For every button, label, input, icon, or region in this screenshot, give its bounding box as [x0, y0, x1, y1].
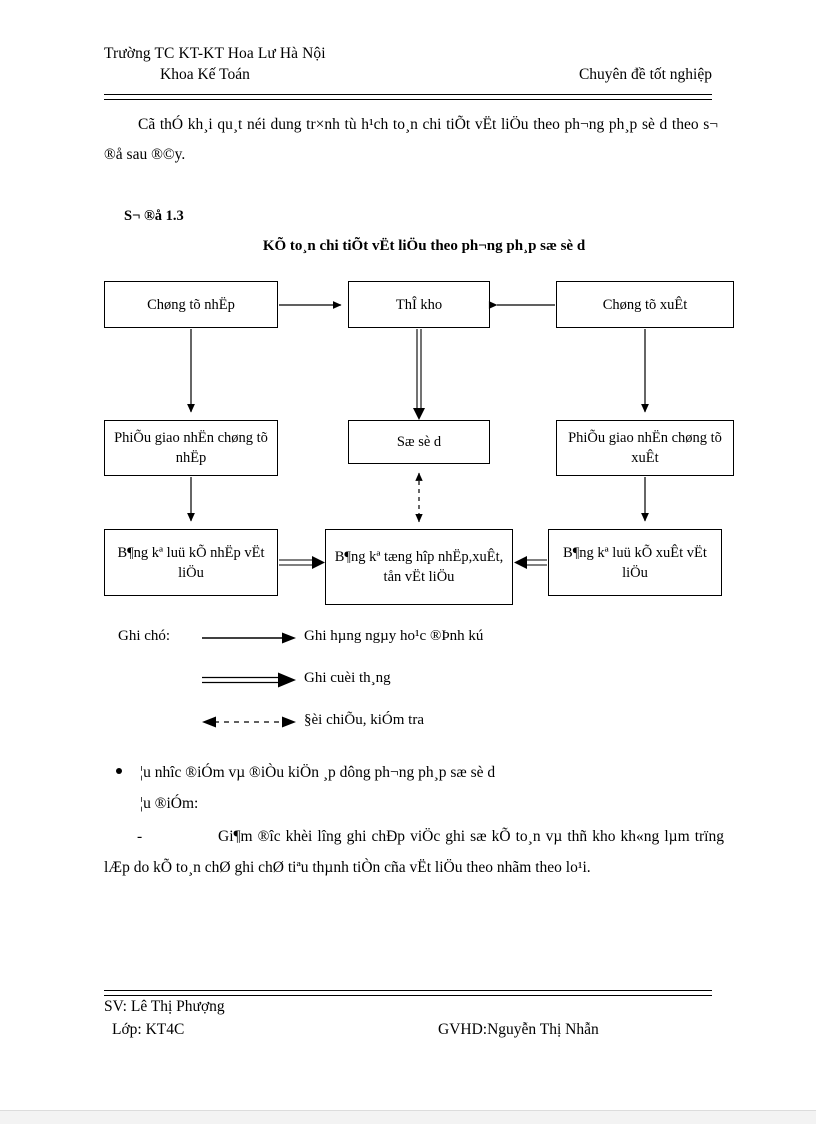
footer-student-name: SV: Lê Thị Phượng [104, 998, 225, 1015]
box-bang-ke-luy-ke-xuat: B¶ng kª luü kÕ xuÊt vËt liÖu [548, 529, 722, 596]
figure-title: KÕ to¸n chi tiÕt vËt liÖu theo ph¬ng ph¸… [262, 238, 586, 254]
bullet-sub-heading: ¦u ®iÓm: [140, 795, 199, 812]
box-chung-tu-xuat: Chøng tõ xuÊt [556, 281, 734, 328]
legend-row-checking: §èi chiÕu, kiÓm tra [118, 710, 718, 752]
double-solid-arrow-icon [202, 668, 298, 697]
footer-divider-rule [104, 990, 712, 996]
legend-caption: Ghi chó: [118, 628, 171, 644]
footer-class: Lớp: KT4C [112, 1021, 185, 1038]
header-school-name: Trường TC KT-KT Hoa Lư Hà Nội [104, 45, 326, 62]
bullet-item-text: ¦u nhîc ®iÓm vµ ®iÒu kiÖn ¸p dông ph¬ng … [140, 764, 496, 781]
legend-row-monthly: Ghi cuèi th¸ng [118, 668, 718, 710]
footer-supervisor: GVHD:Nguyễn Thị Nhẫn [438, 1021, 599, 1038]
box-so-so-du: Sæ sè d [348, 420, 490, 464]
box-the-kho: ThÎ kho [348, 281, 490, 328]
page-header: Trường TC KT-KT Hoa Lư Hà Nội Khoa Kế To… [104, 44, 712, 86]
header-faculty-name: Khoa Kế Toán [160, 66, 250, 83]
single-solid-arrow-icon [202, 626, 298, 655]
box-phieu-giao-nhan-nhap: PhiÕu giao nhËn chøng tõ nhËp [104, 420, 278, 476]
legend-row-daily: Ghi chó: Ghi hµng ngµy ho¹c ®Þnh kú [118, 626, 718, 668]
box-phieu-giao-nhan-xuat: PhiÕu giao nhËn chøng tõ xuÊt [556, 420, 734, 476]
intro-paragraph: Cã thÓ kh¸i qu¸t néi dung tr×nh tù h¹ch … [104, 116, 718, 163]
bullet-item: ¦u nhîc ®iÓm vµ ®iÒu kiÖn ¸p dông ph¬ng … [104, 757, 724, 788]
header-document-type: Chuyên đề tốt nghiệp [578, 66, 712, 83]
page-footer: SV: Lê Thị Phượng Lớp: KT4C GVHD:Nguyễn … [104, 996, 724, 1042]
box-bang-ke-tong-hop: B¶ng kª tæng hîp nhËp,xuÊt, tån vËt liÖu [325, 529, 513, 605]
footer-row-class: Lớp: KT4C GVHD:Nguyễn Thị Nhẫn [104, 1019, 724, 1042]
legend-text-checking: §èi chiÕu, kiÓm tra [304, 712, 424, 728]
header-second-row: Khoa Kế Toán Chuyên đề tốt nghiệp [104, 64, 712, 86]
header-divider-rule [104, 94, 712, 100]
box-bang-ke-luy-ke-nhap: B¶ng kª luü kÕ nhËp vËt liÖu [104, 529, 278, 596]
dash-paragraph-text: Gi¶m ®îc khèi lîng ghi chÐp viÖc ghi sæ … [104, 828, 724, 876]
legend-text-daily: Ghi hµng ngµy ho¹c ®Þnh kú [304, 628, 484, 644]
dash-paragraph: - Gi¶m ®îc khèi lîng ghi chÐp viÖc ghi s… [104, 821, 724, 883]
bullet-dot-icon [116, 768, 122, 774]
bullet-section: ¦u nhîc ®iÓm vµ ®iÒu kiÖn ¸p dông ph¬ng … [104, 757, 724, 819]
legend-text-monthly: Ghi cuèi th¸ng [304, 670, 391, 686]
dash-mark: - [137, 828, 143, 845]
footer-row-student: SV: Lê Thị Phượng [104, 996, 724, 1019]
page-bottom-edge [0, 1110, 816, 1124]
box-chung-tu-nhap: Chøng tõ nhËp [104, 281, 278, 328]
figure-number-label: S¬ ®å 1.3 [124, 208, 184, 224]
legend-block: Ghi chó: Ghi hµng ngµy ho¹c ®Þnh kú Ghi … [118, 626, 718, 752]
dashed-double-headed-arrow-icon [202, 710, 298, 739]
